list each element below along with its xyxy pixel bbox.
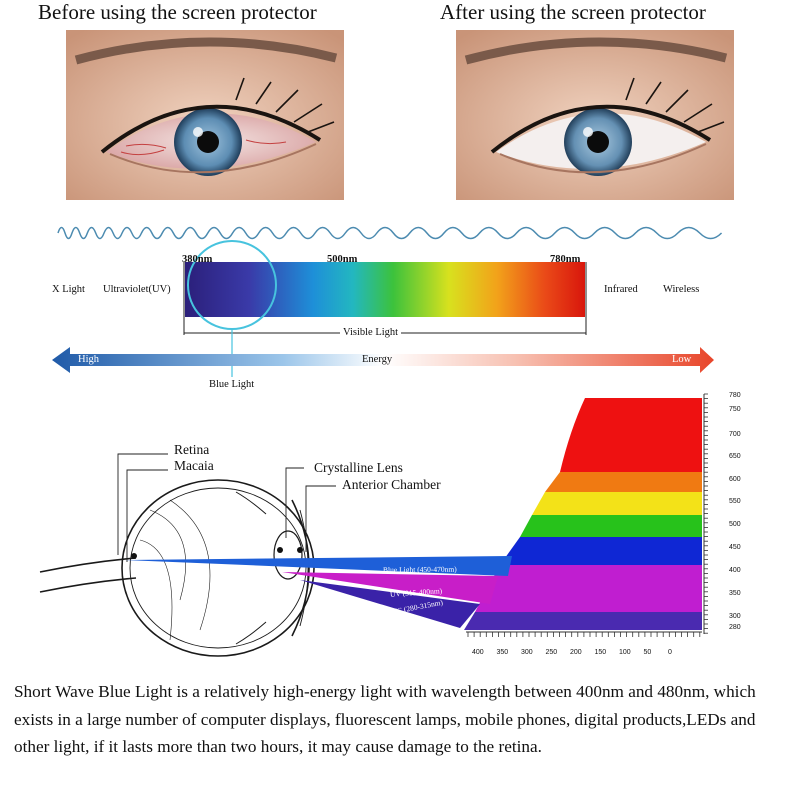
right-scale-label: 780 (729, 392, 741, 399)
bottom-scale-label: 350 (496, 649, 509, 656)
blue-light-label: Blue Light (209, 379, 255, 390)
crystalline-lens-label: Crystalline Lens (314, 460, 403, 475)
blue-beam-label: Blue Light (450-470nm) (382, 564, 457, 575)
right-scale-label: 750 (729, 406, 741, 413)
right-scale-label: 280 (729, 624, 741, 631)
bottom-scale-label: 200 (570, 649, 582, 656)
infrared-label: Infrared (604, 284, 638, 295)
right-scale-label: 700 (729, 431, 741, 438)
eyeball-cross-section (39, 479, 315, 657)
right-scale-label: 400 (729, 567, 741, 574)
bottom-scale-label: 400 (472, 649, 484, 656)
energy-low-label: Low (672, 354, 692, 365)
after-eye-photo (456, 30, 734, 200)
wavelength-spectrum-block (464, 398, 702, 630)
right-scale-label: 350 (729, 590, 741, 597)
retina-label: Retina (174, 442, 210, 457)
visible-light-label: Visible Light (340, 327, 402, 338)
energy-arrow (52, 347, 714, 373)
nm-start-label: 380nm (182, 254, 213, 265)
eye-anatomy-diagram (39, 393, 708, 657)
before-eye-photo (66, 30, 344, 200)
blue-light-beam (125, 556, 512, 576)
bottom-scale-label: 50 (643, 649, 652, 656)
bottom-scale-label: 0 (668, 649, 672, 656)
visible-spectrum-bar (185, 262, 585, 317)
spectrum-diagram (52, 226, 723, 377)
right-scale-label: 500 (729, 521, 741, 528)
right-scale-label: 450 (729, 544, 741, 551)
right-scale-label: 650 (729, 453, 741, 460)
macula-label: Macaia (174, 458, 214, 473)
wavelength-wave (57, 226, 723, 240)
anterior-chamber-label: Anterior Chamber (342, 477, 441, 492)
uv-beam (282, 572, 498, 604)
uvc-beam (300, 580, 480, 628)
right-scale-label: 600 (729, 476, 741, 483)
bottom-scale-label: 250 (545, 649, 558, 656)
bottom-scale-label: 150 (594, 649, 607, 656)
ultraviolet-label: Ultraviolet(UV) (103, 284, 171, 295)
energy-label: Energy (362, 354, 393, 365)
right-scale-label: 550 (729, 498, 741, 505)
description-paragraph: Short Wave Blue Light is a relatively hi… (14, 682, 756, 757)
nm-mid-label: 500nm (327, 254, 358, 265)
x-light-label: X Light (52, 284, 85, 295)
nm-end-label: 780nm (550, 254, 581, 265)
bottom-scale-label: 300 (521, 649, 533, 656)
energy-high-label: High (78, 354, 99, 365)
bottom-scale-label: 100 (619, 649, 631, 656)
before-heading: Before using the screen protector (38, 0, 317, 24)
after-heading: After using the screen protector (440, 0, 706, 24)
right-scale-label: 300 (729, 613, 741, 620)
wireless-label: Wireless (663, 284, 700, 295)
